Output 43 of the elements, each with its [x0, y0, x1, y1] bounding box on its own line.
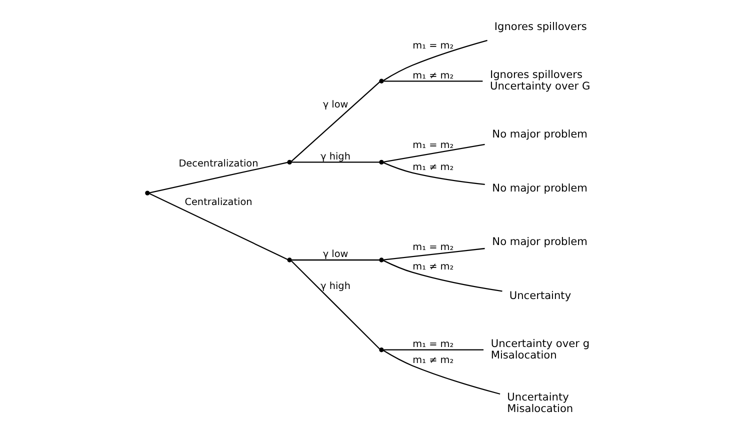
node-point	[379, 258, 384, 262]
node-point	[379, 160, 384, 165]
connector	[149, 193, 288, 260]
edge-label: γ high	[320, 151, 350, 162]
edge-label: γ low	[322, 249, 348, 260]
edge-label: m₁ = m₂	[412, 40, 454, 52]
connector	[384, 349, 484, 350]
connector	[383, 260, 502, 292]
edge-label: m₁ = m₂	[412, 339, 454, 350]
node-point	[287, 258, 292, 262]
edge-label: γ high	[320, 280, 350, 292]
edge-label: γ low	[322, 99, 348, 110]
connector	[383, 40, 488, 81]
connector	[292, 259, 380, 261]
edge-label: m₁ ≠ m₂	[412, 354, 454, 366]
node-text: No major problem	[492, 182, 588, 194]
connector	[384, 248, 485, 260]
node-text: Uncertainty	[509, 290, 572, 302]
connector	[291, 82, 380, 162]
edge-label: Decentralization	[178, 158, 258, 170]
edge-label: m₁ = m₂	[412, 242, 454, 254]
node-text: No major problem	[492, 128, 588, 141]
connector	[291, 260, 380, 350]
connector	[383, 350, 500, 395]
node-text: Uncertainty Misalocation	[507, 392, 574, 416]
edge-label: m₁ ≠ m₂	[412, 70, 454, 82]
node-text: Ignores spillovers Uncertainty over G	[490, 69, 590, 93]
edge-label: m₁ ≠ m₂	[412, 162, 454, 173]
connector	[292, 162, 380, 163]
edge-label: m₁ = m₂	[412, 140, 454, 151]
connector	[384, 144, 485, 163]
node-text: No major problem	[492, 236, 588, 248]
edge-label: Centralization	[184, 197, 252, 208]
node-point	[379, 348, 384, 352]
node-point	[379, 78, 384, 84]
connector	[384, 80, 483, 82]
node-text: Uncertainty over g Misalocation	[490, 338, 590, 362]
node-point	[287, 160, 292, 165]
connector	[383, 162, 485, 185]
connector	[149, 162, 288, 194]
node-point	[145, 190, 150, 196]
node-text: Ignores spillovers	[494, 21, 587, 34]
edge-label: m₁ ≠ m₂	[412, 262, 454, 273]
